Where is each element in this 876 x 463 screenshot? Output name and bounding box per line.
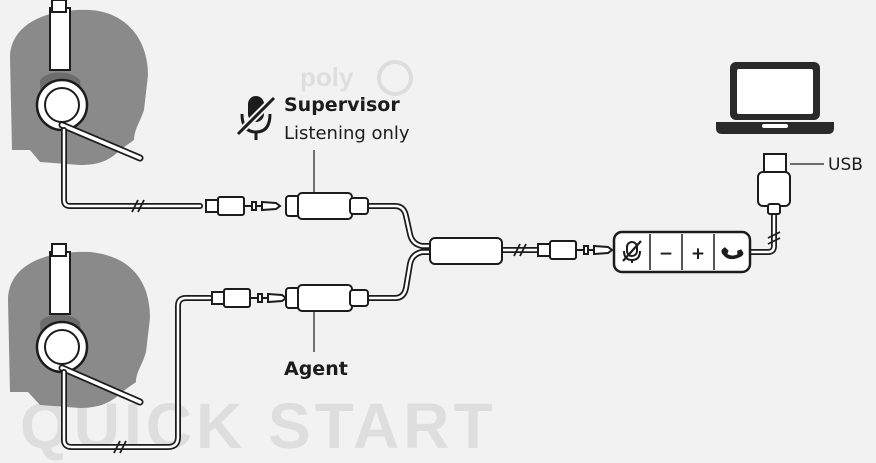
cable-break-marks [113, 199, 781, 454]
agent-headset-illustration [8, 243, 150, 408]
agent-plug [211, 288, 288, 308]
supervisor-jack [285, 192, 369, 220]
controller-phone-icon[interactable] [720, 240, 744, 264]
agent-label: Agent [284, 358, 348, 380]
supervisor-subtitle: Listening only [284, 123, 410, 144]
muted-microphone-icon [235, 95, 277, 140]
supervisor-title: Supervisor [284, 94, 400, 116]
agent-jack [285, 284, 369, 312]
cables [61, 127, 777, 450]
usb-label: USB [828, 155, 863, 175]
controller-mute-icon[interactable] [622, 240, 642, 263]
controller-plug [537, 240, 614, 260]
controller-minus-button[interactable]: − [659, 244, 673, 264]
watermark-brand: poly [300, 62, 354, 92]
supervisor-headset-illustration [10, 0, 148, 166]
controller-plus-button[interactable]: + [691, 244, 705, 264]
supervisor-plug [205, 196, 282, 216]
usb-plug [757, 153, 791, 215]
inline-controller: − + [612, 230, 752, 274]
y-splitter [429, 237, 503, 265]
laptop-icon [716, 62, 834, 134]
